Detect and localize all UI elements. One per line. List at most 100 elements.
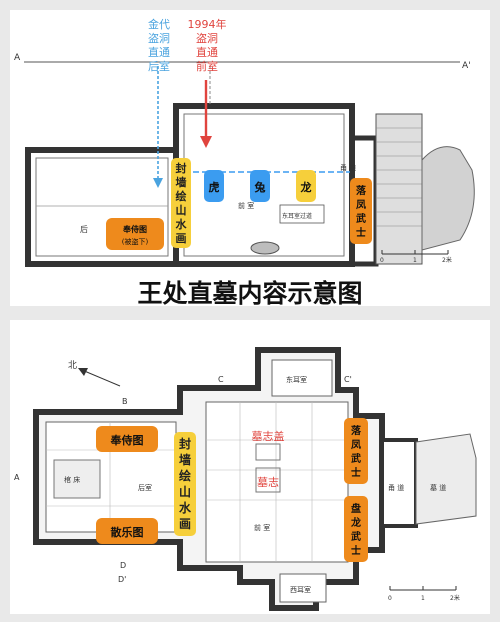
wall-painting-char-3: 绘 xyxy=(179,468,191,483)
fengshi-badge xyxy=(96,426,158,452)
callout-1994-line-2: 盗洞 xyxy=(196,32,218,45)
marker-c: C xyxy=(218,375,224,384)
guardian-phoenix-char-4: 士 xyxy=(356,226,366,239)
scale-0: 0 xyxy=(388,595,392,602)
plan-view-drawing: 北 棺 床 后室 前 室 东耳室 西耳室 甬 道 墓 道 A C C' B D … xyxy=(14,347,477,611)
guardian-phoenix-char-1: 落 xyxy=(351,424,362,437)
east-passage-label: 东耳室过道 xyxy=(282,212,312,220)
scale-1: 1 xyxy=(421,595,425,602)
scale-2: 2米 xyxy=(450,594,460,602)
zodiac-dragon-badge xyxy=(296,170,316,202)
guardian-phoenix-char-2: 凤 xyxy=(351,439,361,451)
scale-2: 2米 xyxy=(442,256,452,264)
callout-1994-line-4: 前室 xyxy=(196,59,218,73)
callout-jin-line-1: 金代 xyxy=(148,17,170,31)
north-label: 北 xyxy=(68,360,77,371)
zodiac-tiger-badge xyxy=(204,170,224,202)
section-elevation-panel: A A' 后 前 室 东耳室过道 甬 道 金代 盗洞 直通 后室 1994年 盗… xyxy=(10,10,490,306)
north-arrow-line xyxy=(81,369,121,387)
epitaph-lid-label: 墓志盖 xyxy=(252,429,285,443)
1994-tunnel-arrow xyxy=(200,136,212,148)
brick-mass xyxy=(375,113,423,265)
page-title: 王处直墓内容示意图 xyxy=(137,279,362,306)
guardian-phoenix-char-1: 落 xyxy=(356,184,367,197)
rear-room-label: 后 xyxy=(80,224,88,234)
fengshi-label: 奉侍图 xyxy=(122,224,147,234)
front-room-label: 前 室 xyxy=(254,523,270,532)
wall-painting-char-5: 水 xyxy=(176,217,188,231)
callout-jin-line-4: 后室 xyxy=(148,59,170,73)
epitaph-label: 墓志 xyxy=(257,476,279,489)
marker-a-left: A xyxy=(14,53,21,63)
epitaph-box xyxy=(255,467,281,493)
guardian-dragon-char-2: 龙 xyxy=(350,516,361,529)
marker-d-prime: D' xyxy=(118,575,126,584)
marker-a: A xyxy=(14,473,20,482)
marker-c-prime: C' xyxy=(344,375,352,384)
front-room xyxy=(205,401,349,563)
jin-tunnel-arrow xyxy=(153,178,163,188)
wall-painting-char-4: 山 xyxy=(179,484,191,499)
tomb-passage-label: 墓 道 xyxy=(430,483,446,492)
scale-0: 0 xyxy=(380,257,384,264)
east-passage-box xyxy=(279,204,325,224)
wall-painting-char-6: 画 xyxy=(176,232,187,245)
callout-1994-line-3: 直通 xyxy=(196,45,218,59)
wall-painting-char-2: 墙 xyxy=(176,175,187,189)
zodiac-rabbit-badge xyxy=(250,170,270,202)
wall-painting-badge xyxy=(174,432,196,536)
epitaph-lid-box xyxy=(255,443,281,461)
marker-a-right: A' xyxy=(462,61,471,71)
scale-1: 1 xyxy=(413,257,417,264)
sanyue-label: 散乐图 xyxy=(111,525,144,539)
wall-painting-text: 封 墙 绘 山 水 画 xyxy=(179,436,192,531)
wall-painting-char-2: 墙 xyxy=(179,452,191,467)
wall-painting-char-5: 水 xyxy=(179,500,192,515)
corridor-label: 甬 道 xyxy=(388,483,404,492)
east-ear-room xyxy=(271,359,333,397)
rear-room-label: 后室 xyxy=(138,483,152,492)
marker-d: D xyxy=(120,561,126,570)
fengshi-badge xyxy=(106,218,164,250)
callout-jin-line-3: 直通 xyxy=(148,45,170,59)
callout-1994: 1994年 盗洞 直通 前室 xyxy=(188,17,227,73)
rear-room-inner xyxy=(35,157,169,257)
guardian-dragon-badge xyxy=(344,496,368,562)
north-arrow-head xyxy=(78,368,88,376)
zodiac-rabbit: 兔 xyxy=(254,180,266,194)
sanyue-badge xyxy=(96,518,158,544)
guardian-phoenix-char-4: 士 xyxy=(351,466,361,479)
guardian-phoenix-badge xyxy=(350,178,372,244)
callout-1994-line-1: 1994年 xyxy=(188,17,227,31)
wall-painting-char-1: 封 xyxy=(176,161,187,175)
zodiac-tiger: 虎 xyxy=(209,180,220,194)
wall-painting-text: 封 墙 绘 山 水 画 xyxy=(176,161,188,245)
wall-painting-char-6: 画 xyxy=(179,517,191,531)
stone-object xyxy=(250,241,280,255)
guardian-dragon-char-1: 盘 xyxy=(351,502,361,515)
guardian-phoenix-char-3: 武 xyxy=(351,452,361,465)
wall-painting-char-1: 封 xyxy=(179,436,191,451)
guardian-phoenix-char-2: 凤 xyxy=(356,199,366,211)
corridor xyxy=(380,438,418,528)
guardian-dragon-text: 盘 龙 武 士 xyxy=(350,502,361,557)
marker-b: B xyxy=(122,397,128,406)
guardian-phoenix-badge xyxy=(344,418,368,484)
section-elevation-drawing: A A' 后 前 室 东耳室过道 甬 道 金代 盗洞 直通 后室 1994年 盗… xyxy=(14,17,475,306)
callout-jin: 金代 盗洞 直通 后室 xyxy=(148,17,170,73)
tomb-passage xyxy=(415,433,477,525)
east-ear-room-label: 东耳室 xyxy=(286,375,307,384)
guardian-dragon-char-3: 武 xyxy=(351,530,361,543)
west-ear-room-label: 西耳室 xyxy=(290,585,311,594)
corridor-label: 甬 道 xyxy=(340,163,356,172)
wall-painting-badge xyxy=(171,158,191,248)
front-room-label: 前 室 xyxy=(238,201,254,210)
callout-jin-line-2: 盗洞 xyxy=(148,32,170,45)
plan-view-panel: 北 棺 床 后室 前 室 东耳室 西耳室 甬 道 墓 道 A C C' B D … xyxy=(10,320,490,614)
coffin-platform xyxy=(53,459,101,499)
brick-lines xyxy=(376,127,422,227)
rubble xyxy=(421,146,475,251)
guardian-phoenix-text: 落 凤 武 士 xyxy=(356,184,367,239)
fengshi-label: 奉侍图 xyxy=(110,433,144,447)
fengshi-note: (被盗下) xyxy=(122,237,149,246)
